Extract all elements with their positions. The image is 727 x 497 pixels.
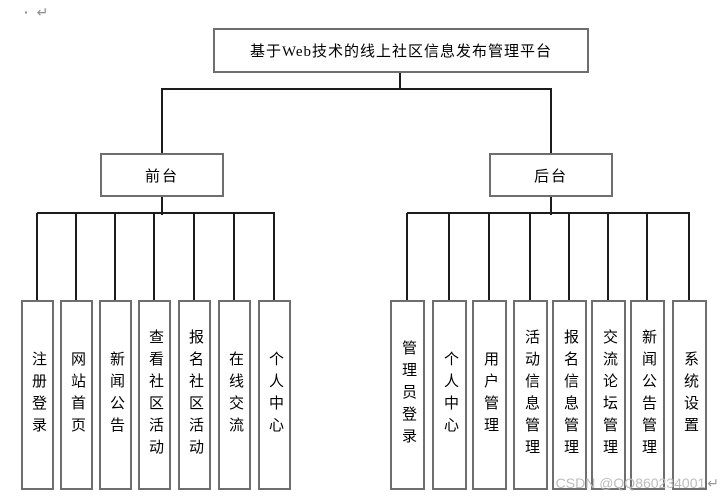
branch-node-backend: 后台 (489, 153, 613, 197)
paragraph-marks: ·↵ (24, 4, 48, 21)
watermark-return-icon: ↵ (707, 475, 719, 491)
tree-leaf-label: 系统设置 (682, 351, 698, 439)
tree-leaf-label: 网站首页 (69, 351, 85, 439)
tree-leaf-box: 网站首页 (60, 300, 93, 490)
connector-line (75, 213, 77, 300)
tree-leaf-box: 活动信息管理 (513, 300, 548, 490)
connector-line (273, 213, 275, 300)
tree-leaf-box: 报名社区活动 (178, 300, 211, 490)
connector-line (406, 213, 408, 300)
connector-line (448, 213, 450, 300)
connector-line (488, 213, 490, 300)
connector-line (36, 213, 38, 300)
tree-leaf-box: 新闻公告 (99, 300, 132, 490)
watermark-text: CSDN @QQ860234001 (555, 475, 706, 491)
return-mark-icon: ↵ (36, 4, 49, 20)
tree-leaf-label: 新闻公告 (108, 351, 124, 439)
connector-line (607, 213, 609, 300)
tree-leaf-box: 个人中心 (432, 300, 467, 490)
tree-leaf-label: 在线交流 (227, 351, 243, 439)
branch-node-label: 后台 (533, 168, 568, 185)
tree-leaf-box: 用户管理 (472, 300, 507, 490)
connector-line (193, 213, 195, 300)
connector-line (550, 89, 552, 153)
bullet-mark: · (24, 4, 29, 20)
root-node: 基于Web技术的线上社区信息发布管理平台 (213, 28, 589, 73)
tree-leaf-box: 管理员登录 (390, 300, 425, 490)
connector-line (407, 212, 690, 214)
tree-leaf-box: 个人中心 (258, 300, 291, 490)
tree-leaf-box: 报名信息管理 (552, 300, 587, 490)
connector-line (568, 213, 570, 300)
tree-leaf-box: 注册登录 (21, 300, 54, 490)
tree-leaf-label: 查看社区活动 (147, 329, 163, 461)
connector-line (233, 213, 235, 300)
tree-leaf-label: 新闻公告管理 (640, 329, 656, 461)
connector-line (550, 197, 552, 215)
tree-leaf-label: 用户管理 (482, 351, 498, 439)
branch-node-label: 前台 (144, 168, 179, 185)
tree-leaf-label: 报名信息管理 (562, 329, 578, 461)
connector-line (529, 213, 531, 300)
tree-leaf-label: 个人中心 (442, 351, 458, 439)
tree-leaf-label: 个人中心 (267, 351, 283, 439)
root-node-label: 基于Web技术的线上社区信息发布管理平台 (249, 44, 553, 60)
connector-line (646, 213, 648, 300)
connector-line (37, 212, 275, 214)
connector-line (161, 197, 163, 215)
connector-line (161, 89, 163, 153)
connector-line (153, 213, 155, 300)
tree-leaf-box: 交流论坛管理 (591, 300, 626, 490)
tree-leaf-box: 新闻公告管理 (630, 300, 665, 490)
tree-leaf-label: 管理员登录 (400, 340, 416, 450)
tree-leaf-box: 系统设置 (672, 300, 707, 490)
connector-line (114, 213, 116, 300)
tree-leaf-label: 报名社区活动 (187, 329, 203, 461)
tree-leaf-box: 查看社区活动 (138, 300, 171, 490)
tree-leaf-label: 交流论坛管理 (601, 329, 617, 461)
branch-node-frontend: 前台 (100, 153, 224, 197)
watermark: CSDN @QQ860234001↵ (556, 475, 719, 492)
tree-leaf-label: 活动信息管理 (523, 329, 539, 461)
connector-line (399, 73, 401, 90)
tree-leaf-box: 在线交流 (218, 300, 251, 490)
tree-leaf-label: 注册登录 (30, 351, 46, 439)
connector-line (688, 213, 690, 300)
connector-line (161, 88, 552, 90)
